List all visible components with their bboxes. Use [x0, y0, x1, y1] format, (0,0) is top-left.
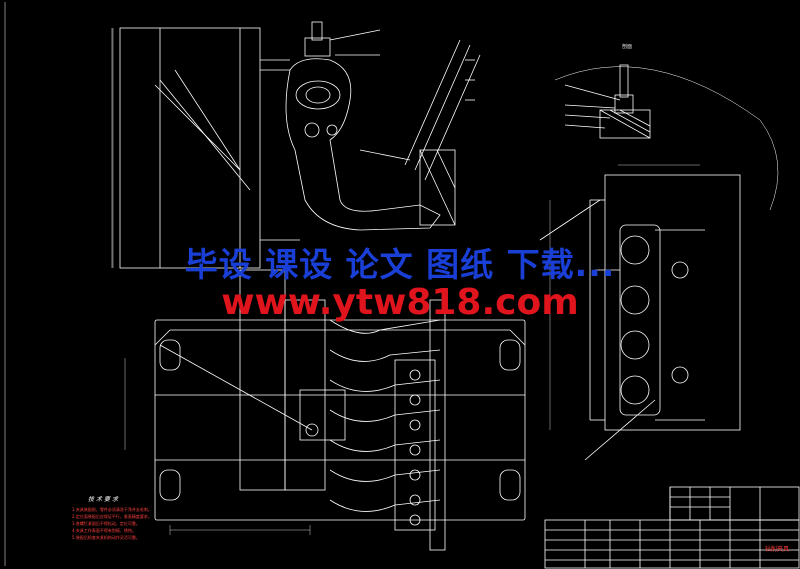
note-1: 1.夹具装配前，零件必须清洗干净并去毛刺。 — [72, 507, 152, 512]
plan-view — [539, 164, 741, 461]
watermark-line1: 毕设 课设 论文 图纸 下载... — [184, 245, 616, 284]
detail-label: 剖面 — [622, 44, 633, 50]
manifold-side-view — [329, 299, 446, 551]
title-block — [544, 486, 800, 569]
note-4: 4.夹具工作表面不得有划痕、锈蚀。 — [72, 528, 136, 533]
note-2: 2.定位面装配后应保证平行，垂直精度要求。 — [72, 514, 152, 519]
watermark-line2: www.ytw818.com — [221, 282, 579, 323]
base-plate-outline — [154, 319, 526, 521]
detail-section — [564, 64, 651, 139]
title-block-name: 钻削夹具 — [765, 546, 790, 553]
note-3: 3.各螺钉紧固后不得松动，定位可靠。 — [72, 521, 140, 526]
clamp-block-outline — [119, 27, 261, 269]
notes-title: 技术要求 — [88, 496, 121, 503]
note-5: 5.装配后检查夹紧机构动作灵活可靠。 — [72, 535, 140, 540]
